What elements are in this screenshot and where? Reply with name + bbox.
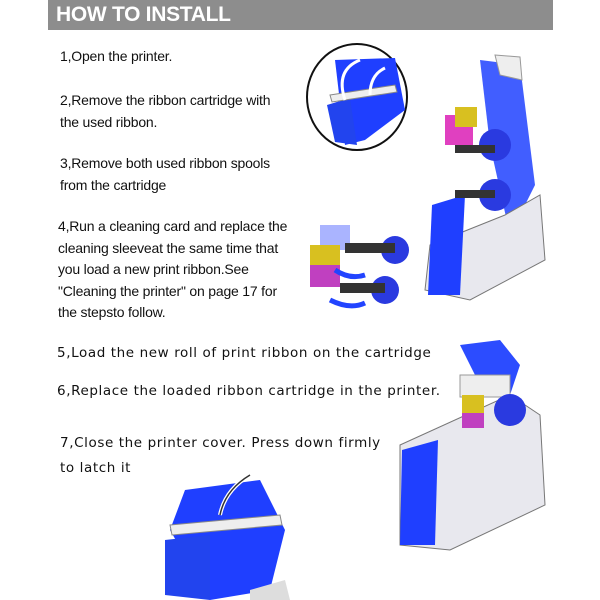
section-header: HOW TO INSTALL [48, 0, 553, 30]
section-title: HOW TO INSTALL [56, 3, 231, 26]
open-printer-illustration [424, 54, 546, 301]
loaded-printer-illustration [399, 340, 546, 551]
step-text: 7,Close the printer cover. Press down fi… [60, 435, 381, 451]
step-text: 2,Remove the ribbon cartridge with [60, 92, 271, 108]
step-1: 1,Open the printer. [60, 46, 172, 68]
step-text: 3,Remove both used ribbon spools [60, 155, 270, 171]
step-text: from the cartridge [60, 176, 167, 193]
cover-open-inset-illustration [306, 43, 408, 151]
step-text: 5,Load the new roll of print ribbon on t… [57, 345, 432, 361]
step-text: 6,Replace the loaded ribbon cartridge in… [57, 383, 441, 399]
step-text: 4,Run a cleaning card and replace the [58, 218, 288, 234]
step-text: the stepsto follow. [58, 304, 166, 320]
step-text: you load a new print ribbon.See [58, 261, 249, 277]
step-7: 7,Close the printer cover. Press down fi… [60, 431, 381, 481]
ribbon-spools-illustration [310, 225, 409, 309]
step-2: 2,Remove the ribbon cartridge with the us… [60, 90, 271, 133]
step-text: "Cleaning the printer" on page 17 for [58, 282, 277, 299]
step-text: the used ribbon. [60, 113, 158, 130]
step-text: to latch it [60, 460, 132, 476]
step-text: 1,Open the printer. [60, 48, 173, 64]
close-cover-illustration [165, 473, 290, 600]
step-4: 4,Run a cleaning card and replace the cle… [58, 216, 287, 324]
step-5: 5,Load the new roll of print ribbon on t… [57, 341, 431, 366]
step-text: cleaning sleeveat the same time that [58, 239, 279, 256]
step-6: 6,Replace the loaded ribbon cartridge in… [57, 379, 441, 404]
step-3: 3,Remove both used ribbon spools from the… [60, 153, 270, 196]
